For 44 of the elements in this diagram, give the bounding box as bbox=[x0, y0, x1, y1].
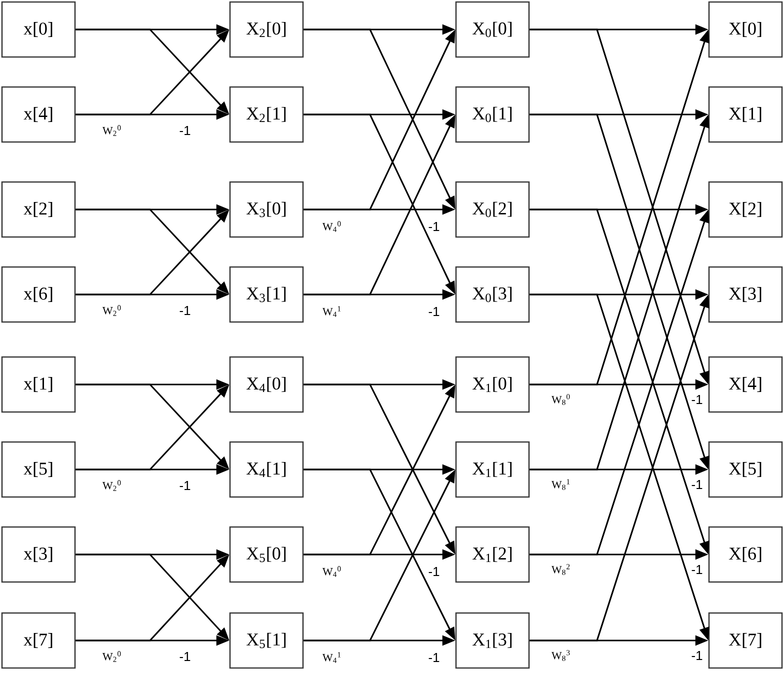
intermediate-box: X$_{5}$[0] bbox=[229, 526, 304, 583]
intermediate-box: X$_{0}$[2] bbox=[455, 181, 530, 238]
edge-label: -1 bbox=[178, 480, 192, 491]
input-box: x[7] bbox=[1, 612, 76, 669]
intermediate-box: X$_{4}$[1] bbox=[229, 441, 304, 498]
intermediate-box: X$_{1}$[1] bbox=[455, 441, 530, 498]
intermediate-box: X$_{3}$[1] bbox=[229, 266, 304, 323]
edge-label: -1 bbox=[690, 564, 704, 575]
intermediate-box: X$_{0}$[3] bbox=[455, 266, 530, 323]
edge-label: -1 bbox=[427, 566, 441, 577]
output-box: X[5] bbox=[708, 441, 783, 498]
input-box: x[6] bbox=[1, 266, 76, 323]
input-box: x[4] bbox=[1, 86, 76, 143]
intermediate-box: X$_{1}$[0] bbox=[455, 356, 530, 413]
edge-label: -1 bbox=[690, 394, 704, 405]
output-box: X[6] bbox=[708, 526, 783, 583]
input-box: x[3] bbox=[1, 526, 76, 583]
intermediate-box: X$_{5}$[1] bbox=[229, 612, 304, 669]
intermediate-box: X$_{0}$[1] bbox=[455, 86, 530, 143]
edge-label: -1 bbox=[178, 125, 192, 136]
intermediate-box: X$_{1}$[2] bbox=[455, 526, 530, 583]
output-box: X[2] bbox=[708, 181, 783, 238]
intermediate-box: X$_{3}$[0] bbox=[229, 181, 304, 238]
edge-label: -1 bbox=[427, 221, 441, 232]
edge-label: -1 bbox=[178, 305, 192, 316]
output-box: X[0] bbox=[708, 1, 783, 58]
output-box: X[1] bbox=[708, 86, 783, 143]
output-box: X[7] bbox=[708, 612, 783, 669]
intermediate-box: X$_{2}$[0] bbox=[229, 1, 304, 58]
edge-label: -1 bbox=[427, 652, 441, 663]
edge-label: -1 bbox=[427, 306, 441, 317]
output-box: X[3] bbox=[708, 266, 783, 323]
input-box: x[2] bbox=[1, 181, 76, 238]
edge-label: -1 bbox=[178, 651, 192, 662]
intermediate-box: X$_{0}$[0] bbox=[455, 1, 530, 58]
output-box: X[4] bbox=[708, 356, 783, 413]
intermediate-box: X$_{4}$[0] bbox=[229, 356, 304, 413]
intermediate-box: X$_{2}$[1] bbox=[229, 86, 304, 143]
intermediate-box: X$_{1}$[3] bbox=[455, 612, 530, 669]
input-box: x[0] bbox=[1, 1, 76, 58]
input-box: x[1] bbox=[1, 356, 76, 413]
edge-label: -1 bbox=[690, 650, 704, 661]
input-box: x[5] bbox=[1, 441, 76, 498]
edge-label: -1 bbox=[690, 479, 704, 490]
